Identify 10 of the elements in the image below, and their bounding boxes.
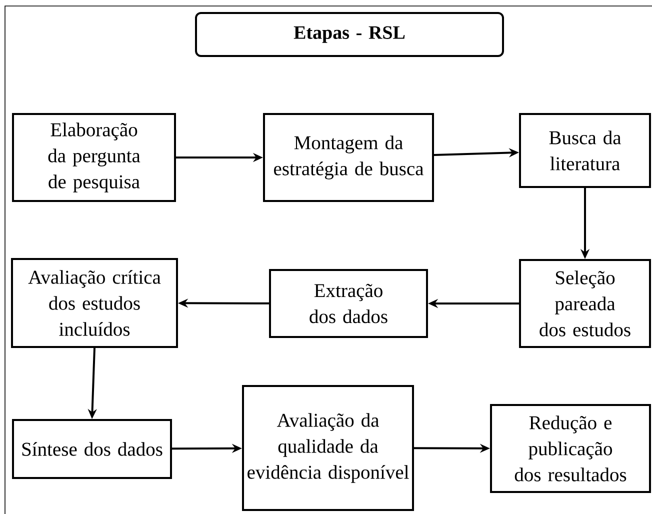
process-box: Redução e publicação dos resultados	[490, 404, 651, 493]
process-box: Busca da literatura	[519, 113, 651, 188]
process-box: Avaliação da qualidade da evidência disponível	[242, 385, 414, 511]
process-box: Montagem da estratégia de busca	[263, 113, 434, 202]
process-box: Síntese dos dados	[12, 419, 172, 479]
process-box: Seleção pareada dos estudos	[519, 259, 651, 348]
process-box: Elaboração da pergunta de pesquisa	[12, 113, 176, 202]
process-box: Avaliação crítica dos estudos incluídos	[11, 258, 178, 348]
title-box: Etapas - RSL	[195, 12, 504, 57]
process-box: Extração dos dados	[269, 269, 428, 338]
